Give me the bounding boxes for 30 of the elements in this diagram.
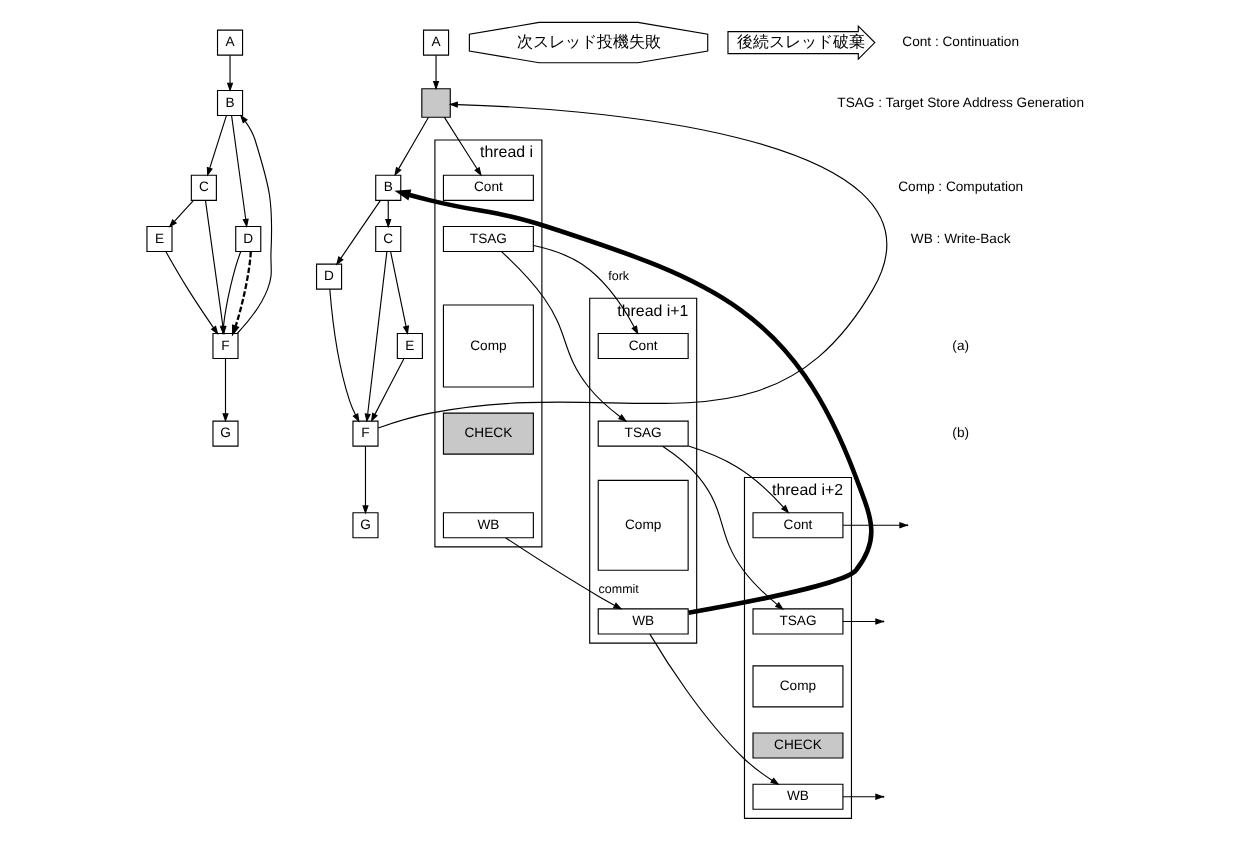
arrow [532, 243, 638, 334]
arrow [235, 113, 272, 333]
arrow [328, 287, 359, 422]
arrow [363, 250, 387, 422]
arrow [389, 250, 409, 334]
arrow [376, 100, 886, 428]
arrow [230, 114, 248, 227]
arrow [499, 250, 627, 421]
arrow [334, 199, 380, 265]
arrow [841, 521, 908, 528]
arrow [648, 632, 779, 785]
arrow [687, 444, 789, 513]
arrow [230, 250, 251, 336]
node-box [420, 87, 450, 117]
arrow [361, 444, 368, 514]
arrow [442, 115, 481, 176]
arrow [203, 199, 226, 335]
arrow [205, 114, 226, 176]
arrow [369, 357, 404, 422]
arrow [393, 188, 873, 614]
arrow [164, 250, 218, 334]
arrow [431, 53, 439, 90]
arrow [504, 536, 622, 609]
arrow [221, 357, 228, 422]
arrow [219, 250, 241, 334]
arrow [225, 53, 233, 91]
arrow [661, 444, 783, 609]
arrow [393, 115, 428, 176]
arrow [167, 199, 193, 227]
arrow [384, 199, 391, 228]
